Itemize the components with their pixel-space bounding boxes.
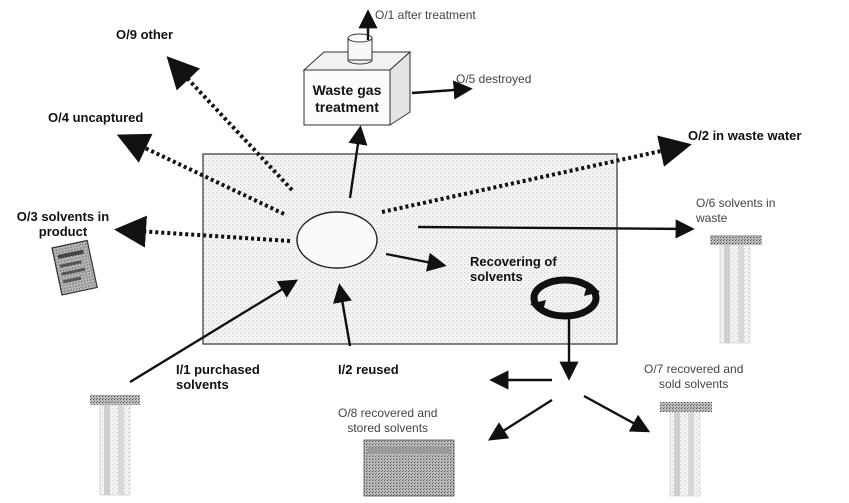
drum-icon-sold	[660, 402, 712, 496]
label-waste-gas-treatment: Waste gas treatment	[306, 82, 388, 116]
label-i1: I/1 purchased solvents	[176, 362, 260, 392]
label-o2: O/2 in waste water	[688, 128, 801, 143]
label-o7: O/7 recovered and sold solvents	[644, 362, 743, 392]
drum-icon-purchased	[90, 395, 140, 495]
label-o8: O/8 recovered and stored solvents	[338, 406, 437, 436]
drum-icon-waste	[710, 235, 762, 343]
arrow-o5	[412, 89, 468, 93]
label-o9: O/9 other	[116, 27, 173, 42]
arrow-o8	[492, 400, 552, 438]
product-book-icon	[52, 241, 97, 295]
label-o1: O/1 after treatment	[375, 8, 476, 23]
label-o5: O/5 destroyed	[456, 72, 531, 87]
label-i2: I/2 reused	[338, 362, 399, 377]
label-o3: O/3 solvents in product	[8, 209, 118, 239]
stored-tank-icon	[364, 440, 454, 496]
label-o4: O/4 uncaptured	[48, 110, 143, 125]
central-ellipse	[297, 212, 377, 268]
label-o6: O/6 solvents in waste	[696, 196, 775, 226]
arrow-o7	[584, 396, 646, 430]
label-recovering-solvents: Recovering of solvents	[470, 254, 557, 284]
